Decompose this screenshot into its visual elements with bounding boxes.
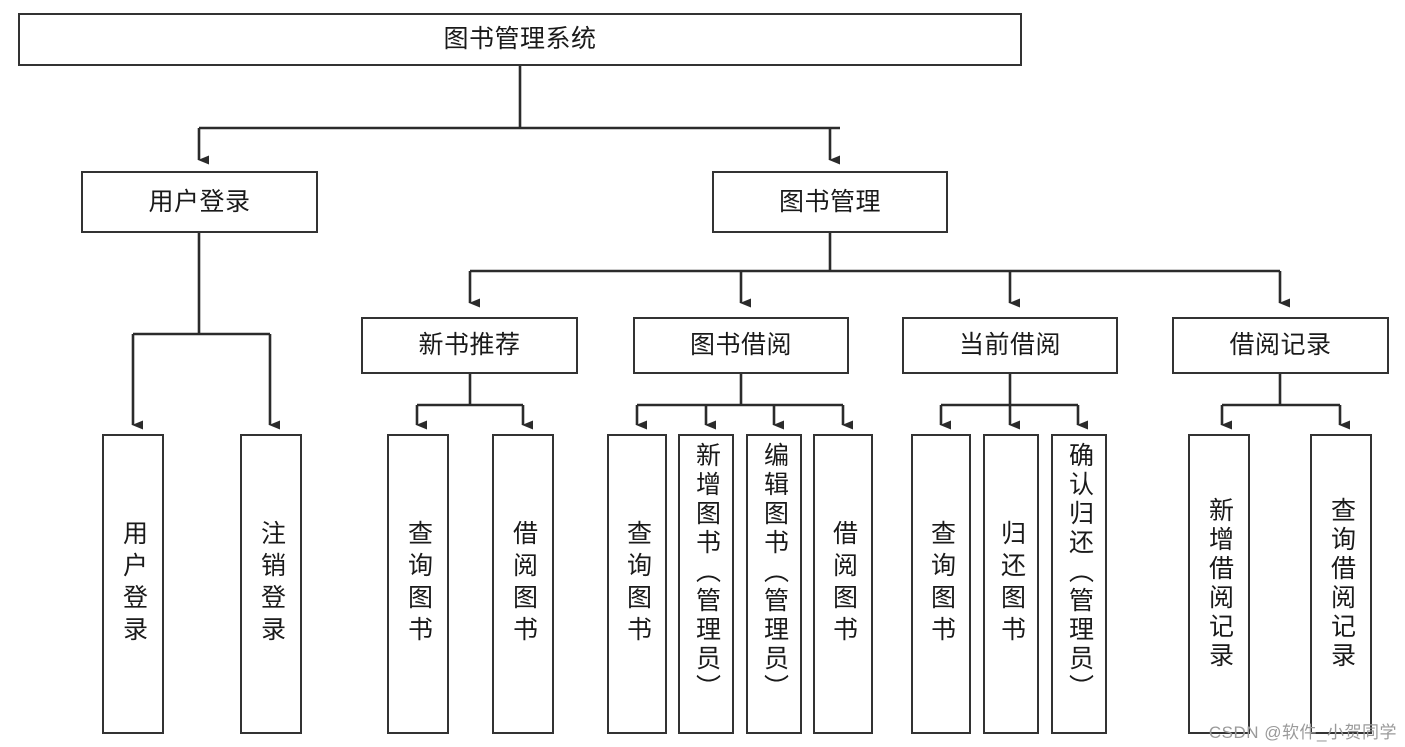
node-root-label: 图书管理系统 bbox=[443, 25, 597, 54]
leaf-confirm-return[interactable]: 确认归还（管理员） bbox=[1051, 434, 1107, 734]
node-book-manage[interactable]: 图书管理 bbox=[712, 171, 948, 233]
leaf-user-login-label: 用户登录 bbox=[119, 520, 148, 648]
node-root[interactable]: 图书管理系统 bbox=[18, 13, 1022, 66]
node-user-login[interactable]: 用户登录 bbox=[81, 171, 318, 233]
leaf-borrow-book-2[interactable]: 借阅图书 bbox=[813, 434, 873, 734]
node-book-manage-label: 图书管理 bbox=[778, 187, 881, 216]
node-book-borrow-label: 图书借阅 bbox=[689, 331, 792, 360]
leaf-add-book-label: 新增图书（管理员） bbox=[692, 442, 721, 703]
node-user-login-label: 用户登录 bbox=[148, 187, 251, 216]
leaf-query-record[interactable]: 查询借阅记录 bbox=[1310, 434, 1372, 734]
node-current-borrow-label: 当前借阅 bbox=[958, 331, 1061, 360]
leaf-query-book-2-label: 查询图书 bbox=[623, 520, 652, 648]
node-new-book-recommend[interactable]: 新书推荐 bbox=[361, 317, 578, 374]
leaf-query-book-2[interactable]: 查询图书 bbox=[607, 434, 667, 734]
leaf-query-book-1-label: 查询图书 bbox=[404, 520, 433, 648]
leaf-query-record-label: 查询借阅记录 bbox=[1327, 497, 1356, 671]
leaf-return-book[interactable]: 归还图书 bbox=[983, 434, 1039, 734]
leaf-borrow-book-2-label: 借阅图书 bbox=[829, 520, 858, 648]
leaf-user-login[interactable]: 用户登录 bbox=[102, 434, 164, 734]
leaf-logout-login[interactable]: 注销登录 bbox=[240, 434, 302, 734]
leaf-borrow-book-1[interactable]: 借阅图书 bbox=[492, 434, 554, 734]
node-book-borrow[interactable]: 图书借阅 bbox=[633, 317, 849, 374]
leaf-add-record-label: 新增借阅记录 bbox=[1205, 497, 1234, 671]
node-new-book-recommend-label: 新书推荐 bbox=[418, 331, 521, 360]
leaf-query-book-3[interactable]: 查询图书 bbox=[911, 434, 971, 734]
leaf-logout-login-label: 注销登录 bbox=[257, 520, 286, 648]
leaf-confirm-return-label: 确认归还（管理员） bbox=[1065, 442, 1094, 703]
leaf-edit-book-label: 编辑图书（管理员） bbox=[760, 442, 789, 703]
leaf-query-book-3-label: 查询图书 bbox=[927, 520, 956, 648]
leaf-query-book-1[interactable]: 查询图书 bbox=[387, 434, 449, 734]
leaf-edit-book[interactable]: 编辑图书（管理员） bbox=[746, 434, 802, 734]
node-borrow-record[interactable]: 借阅记录 bbox=[1172, 317, 1389, 374]
leaf-add-record[interactable]: 新增借阅记录 bbox=[1188, 434, 1250, 734]
node-current-borrow[interactable]: 当前借阅 bbox=[902, 317, 1118, 374]
leaf-add-book[interactable]: 新增图书（管理员） bbox=[678, 434, 734, 734]
leaf-borrow-book-1-label: 借阅图书 bbox=[509, 520, 538, 648]
leaf-return-book-label: 归还图书 bbox=[997, 520, 1026, 648]
node-borrow-record-label: 借阅记录 bbox=[1229, 331, 1332, 360]
